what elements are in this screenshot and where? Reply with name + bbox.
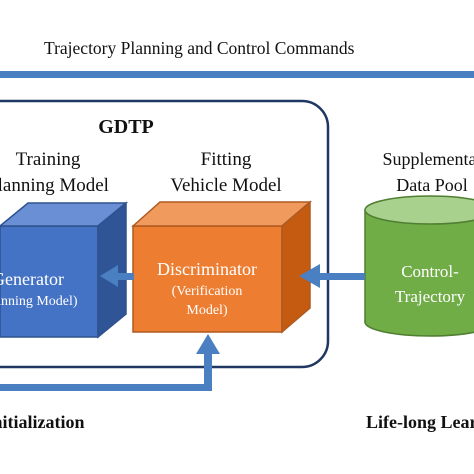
pool-caption-line1: Supplemental <box>382 149 474 169</box>
pool-label-line1: Control- <box>401 262 459 281</box>
gdtp-container <box>0 99 330 369</box>
cylinder-bottom-mask <box>366 300 474 322</box>
discriminator-subtitle-line1: (Verification <box>171 284 243 299</box>
pool-caption-line2: Data Pool <box>396 175 468 195</box>
pool-to-discriminator-arrow <box>299 264 365 288</box>
discriminator-side <box>281 200 311 334</box>
discriminator-box <box>131 200 313 334</box>
gdtp-title: GDTP <box>98 116 154 138</box>
generator-caption-line2: Planning Model <box>0 175 109 196</box>
discriminator-subtitle-line2: Model) <box>186 303 228 318</box>
initialization-to-discriminator-arrow <box>0 334 220 391</box>
header-title: Trajectory Planning and Control Commands <box>44 38 355 58</box>
footer-right-label: Life-long Learning <box>366 412 474 432</box>
generator-caption-line1: Training <box>15 149 81 170</box>
data-pool-cylinder <box>364 195 474 337</box>
discriminator-title: Discriminator <box>157 259 257 279</box>
discriminator-caption-line2: Vehicle Model <box>170 175 282 196</box>
cylinder-top <box>364 195 474 225</box>
generator-subtitle: (Planning Model) <box>0 294 78 309</box>
generator-title: Generator <box>0 269 64 289</box>
top-bar <box>0 71 474 78</box>
footer-left-label: Model Initialization <box>0 412 85 432</box>
discriminator-top <box>131 201 313 227</box>
discriminator-to-generator-arrow <box>100 265 134 287</box>
pool-label-line2: Trajectory <box>394 287 466 306</box>
discriminator-caption-line1: Fitting <box>200 149 252 170</box>
